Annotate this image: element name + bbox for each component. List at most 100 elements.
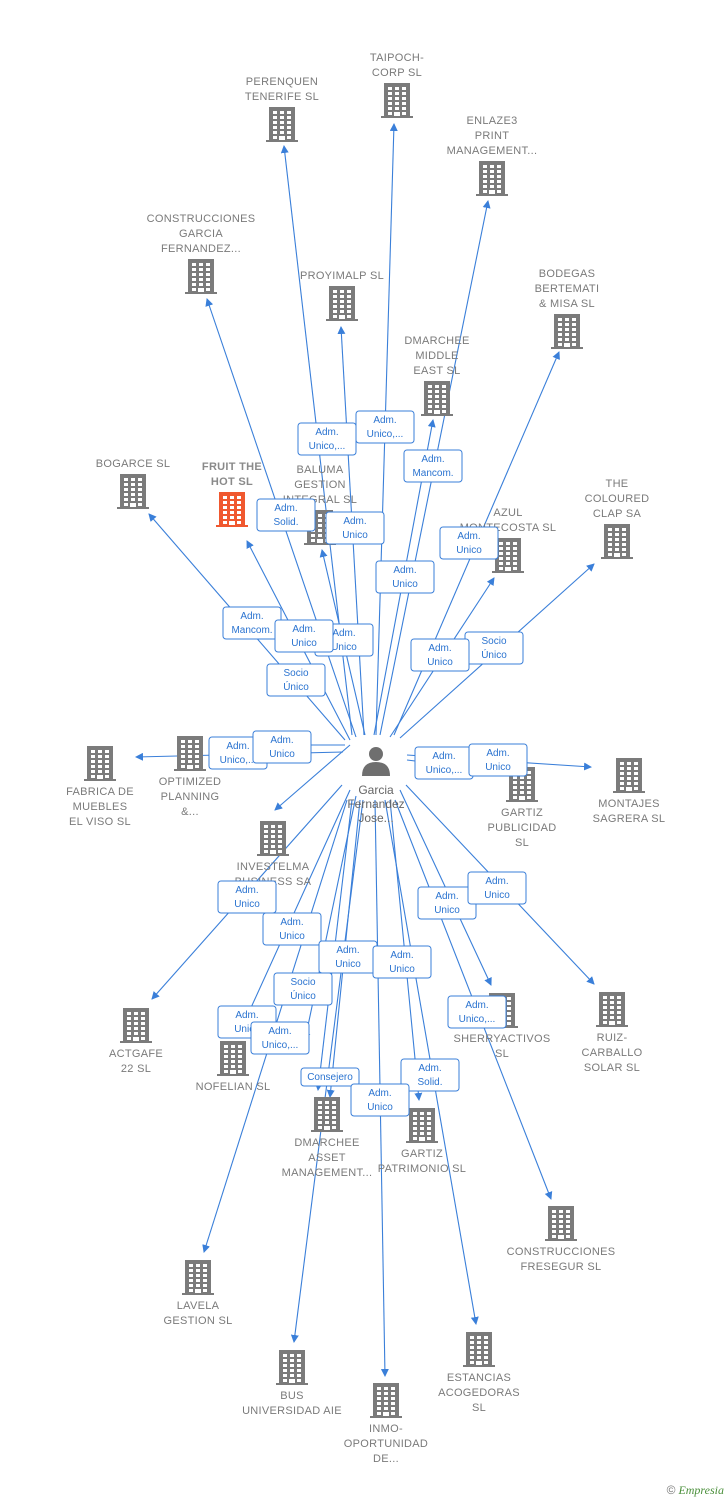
- company-node-proyimalp[interactable]: PROYIMALP SL: [300, 270, 384, 321]
- company-name-line: ASSET: [308, 1152, 346, 1164]
- company-name-line: & MISA SL: [539, 298, 595, 310]
- company-name-line: COLOURED: [585, 493, 650, 505]
- company-node-bogarce[interactable]: BOGARCE SL: [96, 458, 171, 509]
- edge-label-text: Mancom.: [412, 468, 453, 479]
- company-name-line: GARCIA: [179, 228, 223, 240]
- edge-label-text: Unico: [279, 931, 305, 942]
- company-node-investelma[interactable]: INVESTELMABUSINESS SA: [235, 821, 312, 888]
- edge-label-text: Adm.: [270, 735, 293, 746]
- edge-label-text: Unico: [434, 905, 460, 916]
- company-node-enlaze3[interactable]: ENLAZE3PRINTMANAGEMENT...: [447, 115, 538, 196]
- edge-label-text: Mancom.: [231, 625, 272, 636]
- company-name-line: CARBALLO: [581, 1047, 642, 1059]
- edge-label-dmarchee_am[interactable]: Consejero: [300, 1067, 360, 1087]
- company-node-dmarchee_am[interactable]: DMARCHEEASSETMANAGEMENT...: [282, 1097, 373, 1179]
- edge-label-actgafe[interactable]: Adm.Unico: [217, 880, 277, 914]
- edge-label-text: Unico: [234, 1024, 260, 1035]
- company-name-line: MONTAJES: [598, 798, 659, 810]
- building-icon: [311, 1097, 343, 1132]
- edge-label-text: Único: [283, 680, 309, 693]
- edge-label-box: [468, 743, 528, 777]
- edge-label-fresegur[interactable]: Adm. Unico,...: [447, 995, 507, 1029]
- edge-label-text: Unico,...: [459, 1014, 496, 1025]
- company-name-line: PATRIMONIO SL: [378, 1163, 466, 1175]
- company-name-line: BODEGAS: [539, 268, 596, 280]
- person-name-line: Jose...: [358, 811, 393, 825]
- edge-labels-layer: Adm.Unico,...Adm.Unico,...Adm.Mancom.Adm…: [208, 410, 528, 1117]
- company-node-construcciones_garcia[interactable]: CONSTRUCCIONESGARCIAFERNANDEZ...: [147, 213, 256, 294]
- edge-label-text: Unico: [484, 890, 510, 901]
- building-icon: [266, 107, 298, 142]
- edge-label-enlaze3[interactable]: Adm.Mancom.: [403, 449, 463, 483]
- edge-label-baluma[interactable]: Adm.Solid.: [256, 498, 316, 532]
- edge-label-ruiz[interactable]: Adm.Unico: [467, 871, 527, 905]
- edge-label-azul[interactable]: Adm.Unico: [410, 638, 470, 672]
- company-name-line: FABRICA DE: [66, 786, 134, 798]
- edge-label-fruit[interactable]: Adm.Unico: [274, 619, 334, 653]
- edge-label-text: Unico: [335, 959, 361, 970]
- edge-label-text: Solid.: [273, 517, 298, 528]
- building-icon: [120, 1008, 152, 1043]
- edge-label-dmarchee_me[interactable]: Adm.Unico: [375, 560, 435, 594]
- edge-label-text: Unico: [367, 1102, 393, 1113]
- edge-label-box: [355, 410, 415, 444]
- edge-label-nofelian[interactable]: Adm.Unico: [262, 912, 322, 946]
- edge-label-bus[interactable]: Adm.Unico: [318, 940, 378, 974]
- company-node-taipoch[interactable]: TAIPOCH-CORP SL: [370, 52, 424, 118]
- company-name-line: MUEBLES: [73, 801, 128, 813]
- edge-label-sherry[interactable]: Adm.Unico: [417, 886, 477, 920]
- company-name-line: PROYIMALP SL: [300, 270, 384, 282]
- person-name-line: Fernandez: [347, 797, 404, 811]
- edge-label-optimized[interactable]: Adm.Unico: [252, 730, 312, 764]
- edge-label-inmo[interactable]: Adm.Unico: [350, 1083, 410, 1117]
- company-name-line: CORP SL: [372, 67, 422, 79]
- building-icon: [381, 83, 413, 118]
- edge-label-text: Único: [481, 648, 507, 661]
- edge-label-construcciones_garcia[interactable]: Adm.Unico: [325, 511, 385, 545]
- edge-label-text: Unico,...: [367, 429, 404, 440]
- edge-label-text: Adm.: [465, 1000, 488, 1011]
- company-name-line: BOGARCE SL: [96, 458, 171, 470]
- company-name-line: MANAGEMENT...: [447, 145, 538, 157]
- company-name-line: 22 SL: [121, 1063, 151, 1075]
- footer-brand[interactable]: © Empresia: [667, 1483, 724, 1498]
- edge-label-dmarchee_am[interactable]: Adm.Unico,...: [250, 1021, 310, 1055]
- center-person-node[interactable]: GarciaFernandezJose...: [347, 747, 405, 825]
- edge-label-box: [403, 449, 463, 483]
- edge-label-bodegas[interactable]: Adm.Unico: [439, 526, 499, 560]
- company-node-optimized[interactable]: OPTIMIZEDPLANNING&...: [159, 736, 222, 818]
- edge-label-gartiz_pub[interactable]: Adm.Unico,...: [414, 746, 474, 780]
- edge-label-taipoch[interactable]: Adm.Unico,...: [355, 410, 415, 444]
- edge-label-gartiz_pat[interactable]: Adm.Solid.: [400, 1058, 460, 1092]
- company-node-nofelian[interactable]: NOFELIAN SL: [196, 1041, 271, 1093]
- company-name-line: SL: [495, 1048, 509, 1060]
- edge-label-estancias[interactable]: Adm.Unico: [372, 945, 432, 979]
- company-name-line: CLAP SA: [593, 508, 642, 520]
- edge-label-text: Unico: [427, 657, 453, 668]
- edge-label-montajes[interactable]: Adm.Unico: [468, 743, 528, 777]
- company-node-inmo[interactable]: INMO-OPORTUNIDADDE...: [344, 1383, 428, 1465]
- edge-label-perenquen[interactable]: Adm.Unico,...: [297, 422, 357, 456]
- building-icon: [174, 736, 206, 771]
- edge-label-bogarce[interactable]: Adm.Mancom.: [222, 606, 282, 640]
- edge-label-box: [350, 1083, 410, 1117]
